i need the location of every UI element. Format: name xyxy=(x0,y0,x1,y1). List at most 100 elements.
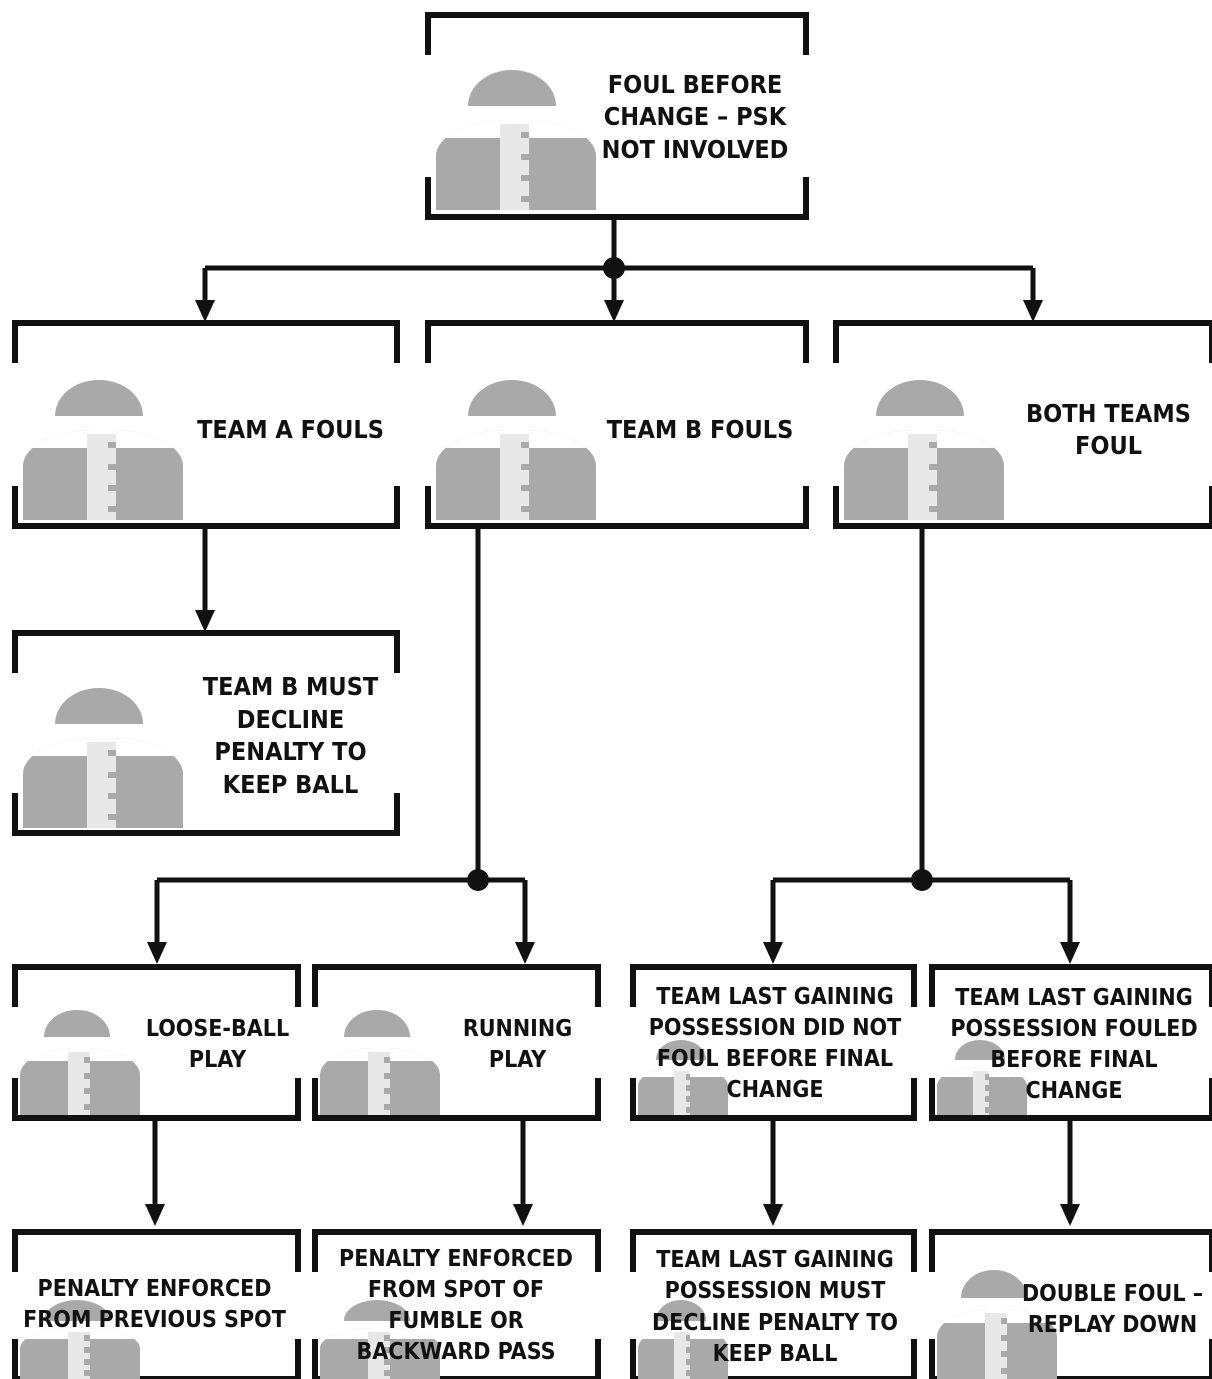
football-lace-tick xyxy=(520,132,529,139)
arrowhead xyxy=(1060,942,1080,964)
arrowhead xyxy=(513,1204,533,1226)
football-lace-tick xyxy=(928,463,937,470)
football-lace-tick xyxy=(107,463,116,470)
arrowhead xyxy=(604,300,624,322)
node-border xyxy=(425,320,809,529)
node-border xyxy=(929,964,1212,1121)
football-lace-tick xyxy=(984,1073,990,1080)
arrowhead xyxy=(195,300,215,322)
football-laces xyxy=(500,434,529,520)
node-label-must-decline: TEAM LAST GAINING POSSESSION MUST DECLIN… xyxy=(651,1247,899,1367)
football-laces xyxy=(908,434,937,520)
arrowhead xyxy=(195,610,215,632)
arrowhead xyxy=(763,942,783,964)
node-label-root: FOUL BEFORE CHANGE – PSK NOT INVOLVED xyxy=(601,69,789,164)
node-border xyxy=(12,320,400,529)
football-lace-tick xyxy=(520,196,529,203)
football-lace-tick xyxy=(984,1095,990,1102)
junction-dot xyxy=(467,869,489,891)
football-lace-tick xyxy=(107,792,116,799)
arrowhead xyxy=(1060,1204,1080,1226)
football-lace-tick xyxy=(685,1073,691,1080)
football-lace-tick xyxy=(928,506,937,513)
node-border xyxy=(12,630,400,836)
football-laces xyxy=(674,1071,691,1115)
football-lace-tick xyxy=(520,506,529,513)
junction-dot xyxy=(911,869,933,891)
football-lace-tick xyxy=(383,1346,390,1353)
football-laces xyxy=(68,1332,90,1379)
football-laces xyxy=(87,742,116,828)
node-border xyxy=(312,1229,601,1379)
node-border xyxy=(12,1229,301,1379)
football-lace-tick xyxy=(107,814,116,821)
football-lace-tick xyxy=(1000,1351,1007,1358)
node-border xyxy=(630,964,917,1121)
football-lace-tick xyxy=(685,1370,691,1377)
football-cap xyxy=(44,1300,110,1321)
football-lace-tick xyxy=(383,1088,390,1095)
football-lace-tick xyxy=(107,442,116,449)
football-lace-tick xyxy=(685,1335,691,1342)
node-label-last-not-foul: TEAM LAST GAINING POSSESSION DID NOT FOU… xyxy=(648,983,902,1104)
football-lace-tick xyxy=(928,484,937,491)
node-border xyxy=(630,1229,917,1379)
node-border xyxy=(312,964,601,1121)
football-lace-tick xyxy=(520,153,529,160)
football-lace-tick xyxy=(520,174,529,181)
node-border xyxy=(425,12,809,220)
node-label-running: RUNNING PLAY xyxy=(462,1015,573,1073)
football-lace-tick xyxy=(383,1358,390,1365)
football-laces xyxy=(68,1051,90,1115)
football-lace-tick xyxy=(1000,1318,1007,1325)
football-lace-tick xyxy=(984,1084,990,1091)
football-lace-tick xyxy=(83,1056,90,1063)
node-label-team-b: TEAM B FOULS xyxy=(606,414,794,444)
football-cap xyxy=(656,1300,706,1321)
football-lace-tick xyxy=(1000,1334,1007,1341)
arrowhead xyxy=(145,1204,165,1226)
football-lace-tick xyxy=(107,506,116,513)
arrowhead xyxy=(147,942,167,964)
football-lace-tick xyxy=(107,750,116,757)
football-lace-tick xyxy=(685,1095,691,1102)
node-label-double-foul: DOUBLE FOUL – REPLAY DOWN xyxy=(1021,1280,1204,1338)
football-lace-tick xyxy=(383,1104,390,1111)
football-lace-tick xyxy=(83,1072,90,1079)
node-border xyxy=(12,964,301,1121)
football-laces xyxy=(985,1313,1007,1379)
football-laces xyxy=(368,1332,390,1379)
football-lace-tick xyxy=(383,1056,390,1063)
football-lace-tick xyxy=(383,1335,390,1342)
football-laces xyxy=(500,124,529,210)
football-lace-tick xyxy=(83,1370,90,1377)
football-lace-tick xyxy=(520,442,529,449)
football-lace-tick xyxy=(685,1084,691,1091)
node-label-last-fouled: TEAM LAST GAINING POSSESSION FOULED BEFO… xyxy=(950,984,1198,1105)
arrowhead xyxy=(515,942,535,964)
junction-dot xyxy=(603,257,625,279)
node-label-loose-ball: LOOSE-BALL PLAY xyxy=(145,1015,290,1073)
football-lace-tick xyxy=(83,1358,90,1365)
football-lace-tick xyxy=(685,1346,691,1353)
football-lace-tick xyxy=(685,1106,691,1113)
football-lace-tick xyxy=(383,1370,390,1377)
football-lace-tick xyxy=(83,1088,90,1095)
football-lace-tick xyxy=(383,1072,390,1079)
arrowhead xyxy=(1023,300,1043,322)
football-lace-tick xyxy=(1000,1367,1007,1374)
football-laces xyxy=(674,1332,691,1379)
football-lace-tick xyxy=(107,771,116,778)
node-border xyxy=(833,320,1212,529)
node-label-team-b-decline: TEAM B MUST DECLINE PENALTY TO KEEP BALL xyxy=(202,672,379,799)
arrowhead xyxy=(763,1204,783,1226)
football-lace-tick xyxy=(928,442,937,449)
football-laces xyxy=(973,1071,990,1115)
football-lace-tick xyxy=(520,463,529,470)
football-lace-tick xyxy=(83,1346,90,1353)
football-lace-tick xyxy=(107,484,116,491)
node-border xyxy=(929,1229,1212,1379)
node-label-prev-spot: PENALTY ENFORCED FROM PREVIOUS SPOT xyxy=(23,1275,286,1333)
football-laces xyxy=(87,434,116,520)
